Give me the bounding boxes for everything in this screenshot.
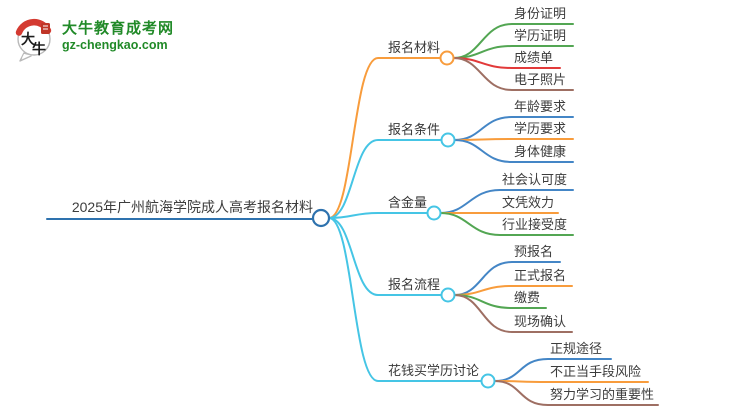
branch-curve	[328, 57, 442, 219]
site-name: 大牛教育成考网	[62, 20, 175, 37]
branch-curve	[328, 217, 443, 296]
sub-topic-label[interactable]: 正式报名	[514, 268, 567, 283]
sub-topic-label[interactable]: 学历要求	[514, 121, 567, 136]
sub-topic-label[interactable]: 现场确认	[514, 314, 567, 329]
sub-curve	[453, 138, 574, 141]
sub-topic-label[interactable]: 行业接受度	[502, 217, 568, 232]
sub-curve	[493, 380, 659, 406]
logo-seal-marks	[43, 25, 48, 30]
sub-topic-label[interactable]: 缴费	[514, 290, 541, 305]
sub-topic-label[interactable]: 身份证明	[514, 6, 567, 21]
sub-topic-label[interactable]: 社会认可度	[502, 172, 568, 187]
logo-char-bottom: 牛	[32, 41, 46, 57]
root-node-circle[interactable]	[311, 208, 331, 228]
logo-seal-stamp	[41, 23, 50, 34]
logo-bubble-tail-mask	[22, 54, 31, 58]
sub-topic-label[interactable]: 不正当手段风险	[550, 364, 642, 379]
logo-bubble-icon: 大 牛	[15, 18, 52, 62]
branch-node-circle[interactable]	[426, 205, 442, 221]
sub-topic-label[interactable]: 年龄要求	[514, 99, 567, 114]
sub-topic-label[interactable]: 预报名	[514, 244, 554, 259]
site-domain: gz-chengkao.com	[62, 38, 168, 52]
branch-curve	[328, 217, 483, 382]
branch-topic-label[interactable]: 报名条件	[388, 122, 441, 137]
logo-char-top: 大	[21, 31, 35, 47]
sub-curve	[439, 212, 574, 236]
root-topic-label[interactable]: 2025年广州航海学院成人高考报名材料	[71, 199, 313, 215]
branch-node-circle[interactable]	[439, 50, 455, 66]
sub-topic-label[interactable]: 文凭效力	[502, 195, 555, 210]
logo-text-block: 大牛教育成考网 gz-chengkao.com	[62, 16, 174, 53]
sub-curve	[453, 294, 573, 333]
branch-topic-label[interactable]: 报名流程	[388, 277, 441, 292]
sub-topic-label[interactable]: 身体健康	[514, 144, 567, 159]
sub-curve	[493, 380, 649, 383]
sub-topic-label[interactable]: 正规途径	[550, 341, 603, 356]
branch-curve	[328, 212, 429, 219]
sub-curve	[453, 139, 574, 163]
branch-topic-label[interactable]: 报名材料	[388, 40, 441, 55]
sub-topic-label[interactable]: 成绩单	[514, 50, 554, 65]
branch-node-circle[interactable]	[440, 132, 456, 148]
branch-topic-label[interactable]: 含金量	[388, 195, 428, 210]
sub-topic-label[interactable]: 电子照片	[514, 72, 567, 87]
sub-topic-label[interactable]: 学历证明	[514, 28, 567, 43]
branch-topic-label[interactable]: 花钱买学历讨论	[388, 363, 480, 378]
branch-curve	[328, 139, 443, 219]
branch-node-circle[interactable]	[440, 287, 456, 303]
site-logo[interactable]: 大 牛 大牛教育成考网 gz-chengkao.com	[12, 16, 174, 64]
sub-topic-label[interactable]: 努力学习的重要性	[550, 387, 655, 402]
sub-curve	[452, 57, 574, 91]
branch-node-circle[interactable]	[480, 373, 496, 389]
